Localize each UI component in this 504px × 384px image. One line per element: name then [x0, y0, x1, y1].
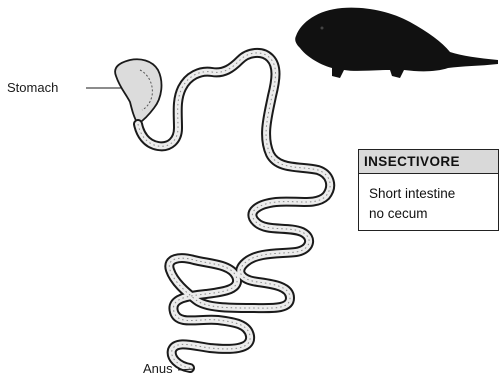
intestine	[138, 53, 330, 368]
anus-label: Anus	[143, 361, 173, 376]
stomach-label: Stomach	[7, 80, 58, 95]
info-box-title: INSECTIVORE	[359, 150, 498, 174]
info-box-line: Short intestine	[369, 186, 455, 201]
info-box-line: no cecum	[369, 206, 428, 221]
shrew-body	[295, 8, 498, 78]
shrew-eye	[321, 27, 324, 30]
shrew-illustration	[295, 8, 498, 78]
info-box: INSECTIVORE Short intestine no cecum	[358, 149, 499, 231]
intestine-lumen	[138, 53, 330, 368]
stomach-organ	[115, 59, 161, 124]
